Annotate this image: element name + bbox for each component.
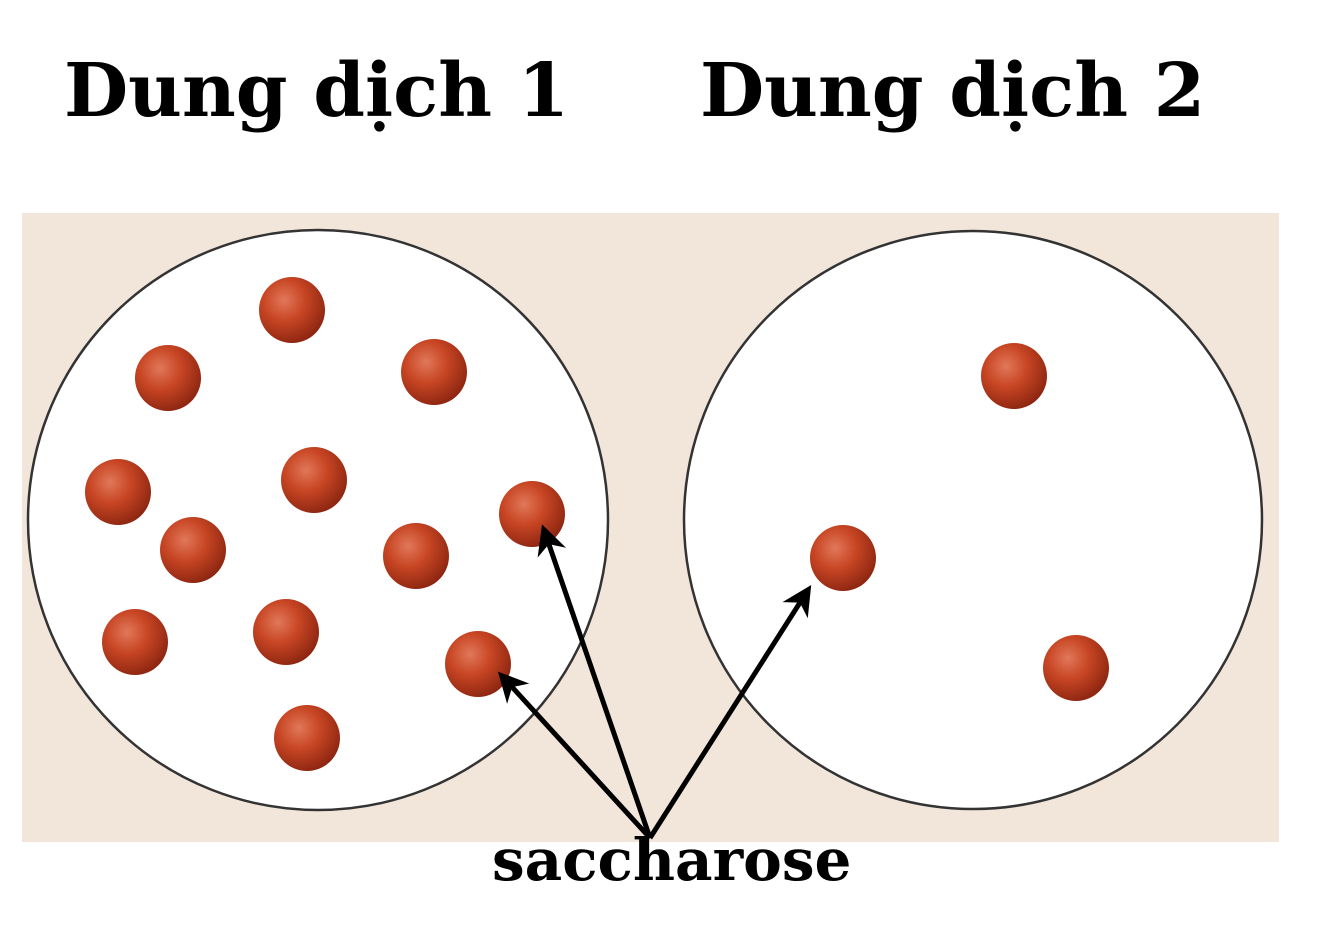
saccharose-particle-solution1 — [85, 459, 151, 525]
saccharose-particle-solution2 — [810, 525, 876, 591]
saccharose-particle-solution1 — [102, 609, 168, 675]
saccharose-particle-solution1 — [499, 481, 565, 547]
saccharose-particle-solution1 — [274, 705, 340, 771]
solution2-title: Dung dịch 2 — [700, 48, 1206, 134]
saccharose-particle-solution1 — [135, 345, 201, 411]
saccharose-particle-solution1 — [281, 447, 347, 513]
saccharose-particle-solution1 — [160, 517, 226, 583]
saccharose-particle-solution1 — [445, 631, 511, 697]
saccharose-particle-solution2 — [981, 343, 1047, 409]
solution1-title: Dung dịch 1 — [64, 48, 570, 134]
saccharose-particle-solution2 — [1043, 635, 1109, 701]
saccharose-particle-solution1 — [253, 599, 319, 665]
saccharose-particle-solution1 — [383, 523, 449, 589]
saccharose-particle-solution1 — [401, 339, 467, 405]
saccharose-label: saccharose — [492, 826, 852, 894]
arrow-1 — [537, 524, 653, 839]
arrow-3 — [647, 584, 812, 840]
solution2-circle — [682, 229, 1264, 811]
saccharose-particle-solution1 — [259, 277, 325, 343]
arrow-2 — [497, 671, 652, 840]
